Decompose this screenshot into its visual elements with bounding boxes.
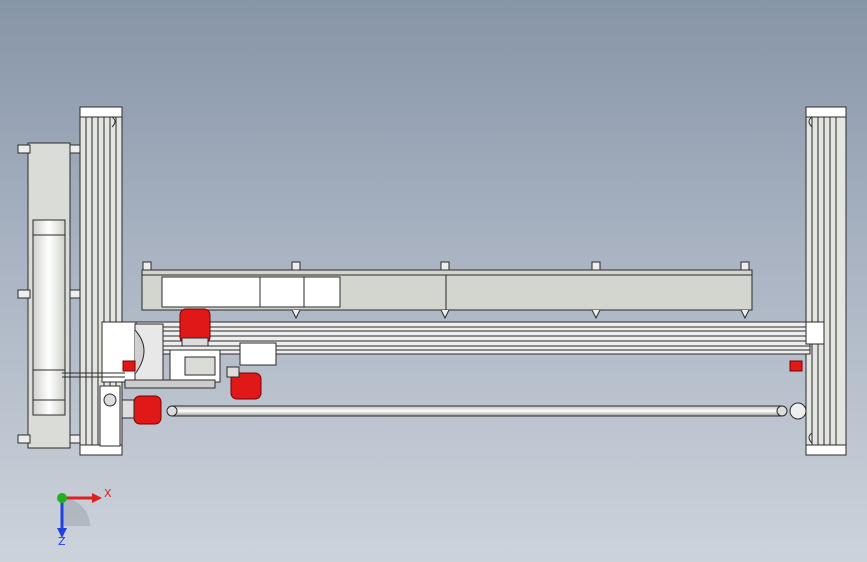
linear-rail [119, 321, 825, 355]
small-red-sensor-right [789, 360, 803, 372]
x-axis-arrowhead [92, 493, 102, 503]
upper-beam [141, 261, 753, 320]
left-upright-frame [79, 106, 123, 456]
left-roll-conveyor [17, 142, 83, 449]
servo-motor-top [179, 308, 211, 347]
coordinate-triad: X Z [57, 487, 112, 548]
small-red-sensor-left [122, 360, 136, 372]
z-axis-label: Z [58, 535, 66, 548]
lower-drive-shaft [62, 372, 807, 420]
carriage-block [99, 321, 277, 447]
servo-motor-bottom [121, 395, 162, 425]
y-axis-origin [57, 493, 67, 503]
servo-motor-middle [226, 366, 262, 400]
z-axis-arrowhead [57, 528, 67, 538]
right-upright-frame [805, 106, 847, 456]
x-axis-label: X [104, 487, 112, 500]
